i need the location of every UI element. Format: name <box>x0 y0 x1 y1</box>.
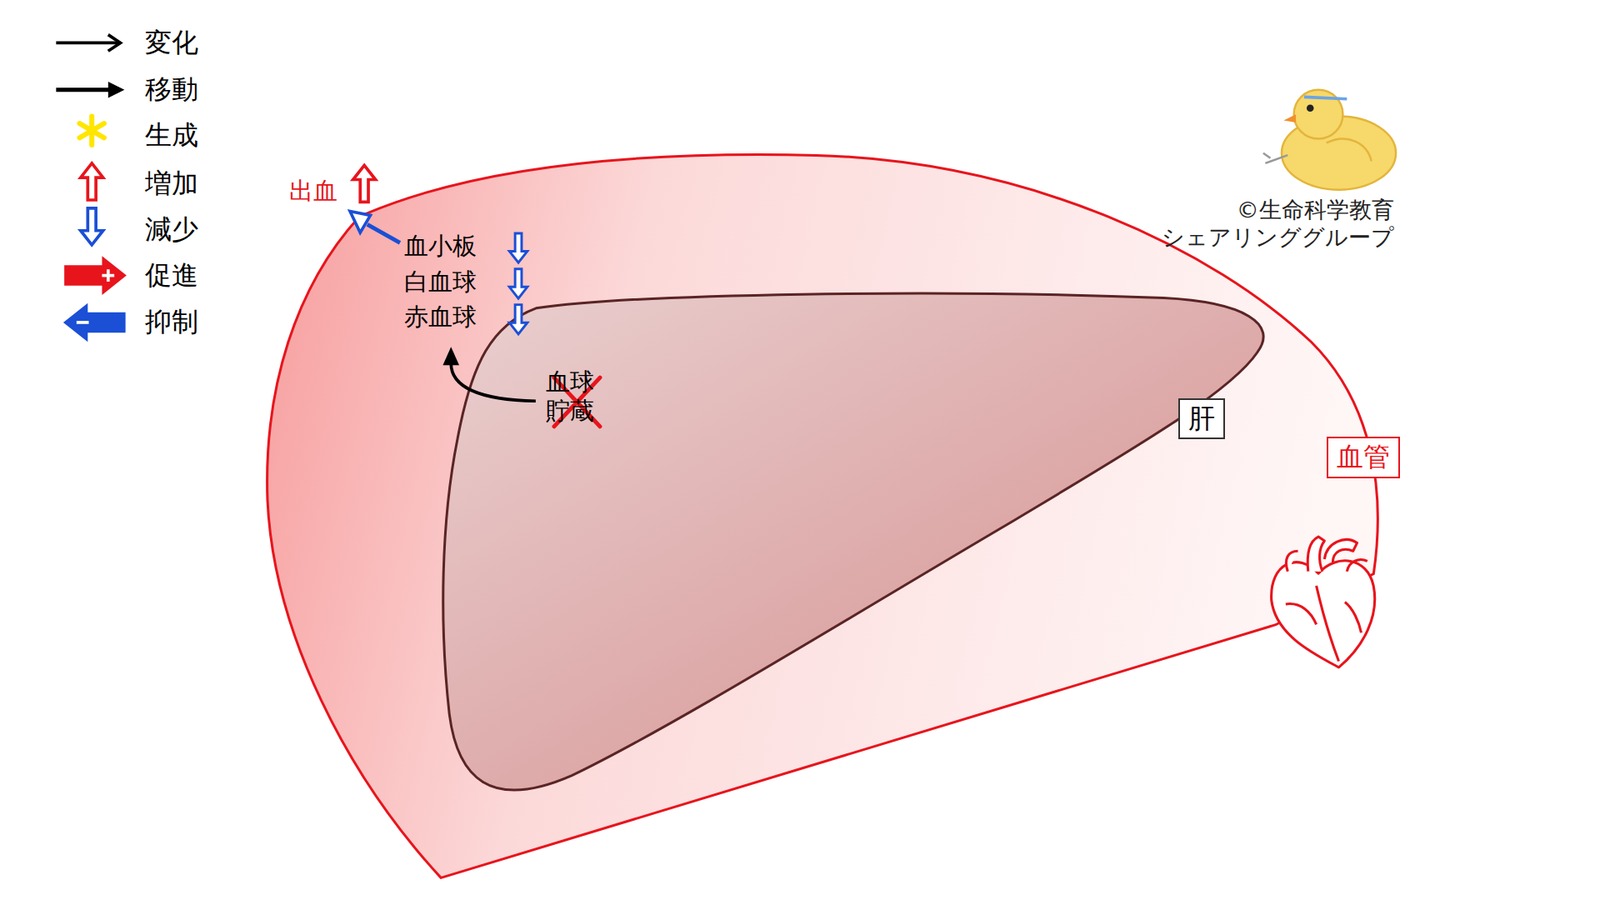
inhibit-arrowhead <box>350 210 370 233</box>
liver-organ-shape <box>442 293 1263 790</box>
blood-vessel-region-shape <box>266 154 1378 878</box>
text-holder: ©生命科学教育 シェアリンググループ <box>1161 196 1395 251</box>
copyright-watermark: ©生命科学教育 シェアリンググループ <box>1161 196 1395 251</box>
text-holder: 出血 <box>289 175 338 208</box>
text-holder: 血小板 <box>404 230 477 263</box>
change-arrowhead <box>108 35 121 52</box>
text-holder: 生成 <box>145 118 199 154</box>
legend-text: 減少 <box>145 212 199 248</box>
legend-text: 抑制 <box>145 305 199 340</box>
minus-sign <box>76 320 90 325</box>
legend-text: 増加 <box>145 166 199 202</box>
decrease-arrow <box>509 269 528 299</box>
chick-mascot <box>1263 90 1396 190</box>
text-holder: 血球 貯蔵 <box>545 367 595 426</box>
inhibit-arrow-line <box>367 224 400 243</box>
move-arrow <box>450 363 536 401</box>
liver-organ-outline <box>439 290 1266 796</box>
decrease-arrow <box>509 305 528 335</box>
change-arrow <box>55 41 120 45</box>
bleeding-label: 出血 <box>289 175 338 208</box>
text-holder: 白血球 <box>404 266 477 299</box>
liver-organ: 肝 <box>439 290 1266 796</box>
legend-text: 移動 <box>145 72 199 108</box>
generate-asterisk <box>80 116 105 145</box>
inhibit-arrow <box>63 303 126 343</box>
white-cell-label: 白血球 <box>404 266 477 299</box>
legend-text: 促進 <box>145 258 199 294</box>
liver-label: 肝 <box>1178 398 1225 440</box>
text-holder: 肝 <box>1178 398 1225 440</box>
text-holder: 増加 <box>145 166 199 202</box>
storage-label: 血球 貯蔵 <box>545 367 595 426</box>
text-holder: 促進 <box>145 258 199 294</box>
increase-arrow <box>80 163 104 200</box>
legend-samples <box>55 35 126 343</box>
vessel-label: 血管 <box>1326 436 1400 479</box>
text-holder: 減少 <box>145 212 199 248</box>
promote-arrow <box>64 255 127 295</box>
move-arrowhead <box>108 81 125 99</box>
platelet-label: 血小板 <box>404 230 477 263</box>
text-holder: 赤血球 <box>404 301 477 334</box>
move-arrow <box>55 87 112 92</box>
decrease-arrow <box>509 233 528 263</box>
legend-text: 変化 <box>145 25 199 61</box>
move-arrowhead <box>442 346 460 365</box>
increase-arrow <box>353 165 376 202</box>
legend-text: 生成 <box>145 118 199 154</box>
red-cell-label: 赤血球 <box>404 301 477 334</box>
text-holder: 抑制 <box>145 305 199 340</box>
text-holder: 移動 <box>145 72 199 108</box>
blood-vessel-region: 血管肝 <box>267 153 1383 880</box>
heart-illustration <box>1271 536 1375 668</box>
text-holder: 変化 <box>145 25 199 61</box>
text-holder: 血管 <box>1326 436 1400 479</box>
plus-sign <box>101 269 115 282</box>
decrease-arrow <box>80 208 104 245</box>
